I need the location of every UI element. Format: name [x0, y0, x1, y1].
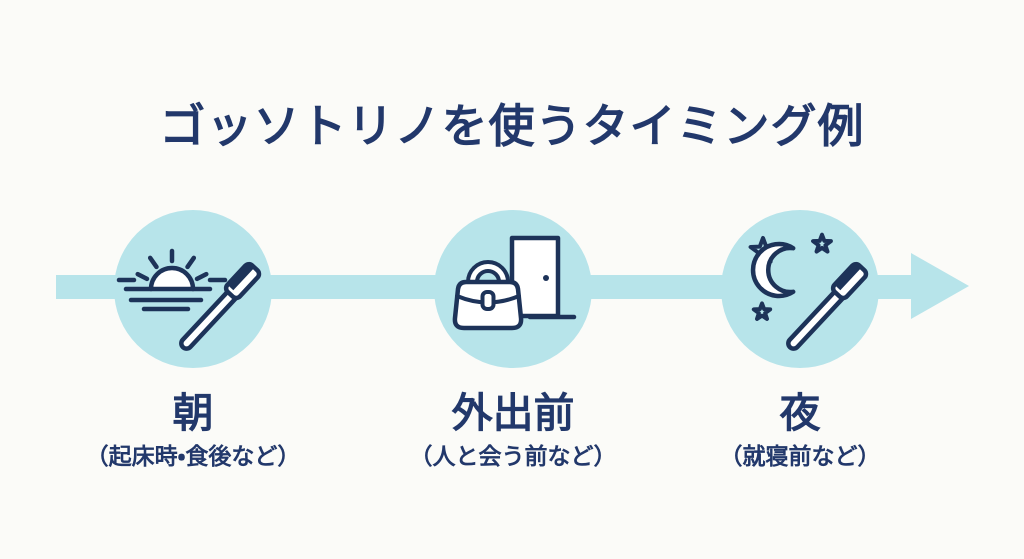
step-label-before-going-out: 外出前 [451, 389, 575, 437]
night-icon-circle [721, 210, 879, 368]
bag-icon [452, 260, 524, 331]
toothbrush-icon [179, 261, 262, 351]
timeline-arrow-head-icon [911, 253, 969, 319]
timeline-step-night: 夜 （就寝前など） [640, 210, 960, 469]
star-icon [754, 303, 770, 319]
page-title: ゴッソトリノを使うタイミング例 [159, 99, 865, 153]
step-note-before-going-out: （人と会う前など） [409, 444, 617, 470]
moon-stars-toothbrush-icon [748, 210, 869, 351]
step-label-night: 夜 [779, 389, 821, 437]
bag-door-icon [452, 235, 577, 331]
timeline-step-before-going-out: 外出前 （人と会う前など） [353, 210, 673, 469]
toothbrush-icon [786, 261, 869, 351]
star-icon [813, 235, 831, 252]
step-note-night: （就寝前など） [719, 444, 881, 470]
sunrise-icon [116, 248, 228, 312]
timeline-step-morning: 朝 （起床時・食後など） [33, 210, 353, 469]
moon-icon [750, 241, 796, 299]
morning-icon-circle [114, 210, 272, 368]
step-note-morning: （起床時・食後など） [85, 444, 301, 470]
before-going-out-icon-circle [434, 210, 592, 368]
step-label-morning: 朝 [172, 389, 214, 437]
sunrise-toothbrush-icon [116, 248, 262, 351]
